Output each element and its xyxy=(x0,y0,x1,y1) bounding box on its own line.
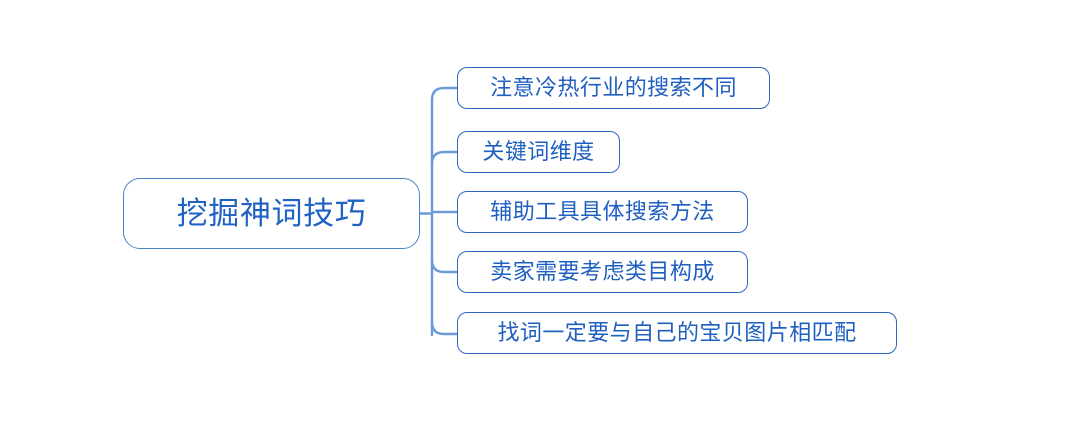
mindmap-branch-label-4: 卖家需要考虑类目构成 xyxy=(490,259,715,284)
mindmap-root-label: 挖掘神词技巧 xyxy=(176,196,367,231)
mindmap-branch-node-2[interactable]: 关键词维度 xyxy=(457,131,620,173)
mindmap-branch-label-5: 找词一定要与自己的宝贝图片相匹配 xyxy=(497,320,857,345)
connector-branch-3 xyxy=(430,258,459,274)
connector-branch-4 xyxy=(430,320,459,336)
mindmap-branch-node-5[interactable]: 找词一定要与自己的宝贝图片相匹配 xyxy=(457,312,897,354)
mindmap-branch-label-1: 注意冷热行业的搜索不同 xyxy=(490,75,737,100)
mindmap-branch-node-3[interactable]: 辅助工具具体搜索方法 xyxy=(457,191,748,233)
connector-branch-0 xyxy=(430,86,459,102)
mindmap-branch-label-3: 辅助工具具体搜索方法 xyxy=(490,199,715,224)
mindmap-branch-label-2: 关键词维度 xyxy=(482,139,595,164)
mindmap-branch-node-1[interactable]: 注意冷热行业的搜索不同 xyxy=(457,67,770,109)
mindmap-branch-node-4[interactable]: 卖家需要考虑类目构成 xyxy=(457,251,748,293)
mindmap-root-node[interactable]: 挖掘神词技巧 xyxy=(123,178,420,249)
connector-branch-1 xyxy=(430,150,459,166)
